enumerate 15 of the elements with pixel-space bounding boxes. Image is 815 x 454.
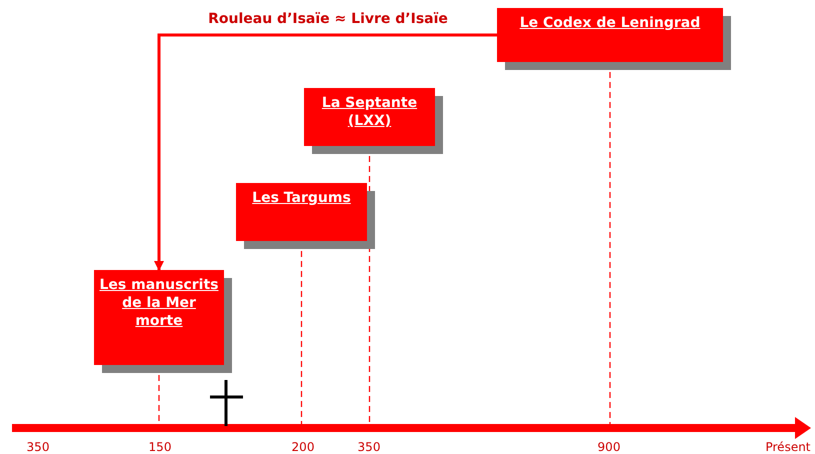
event-title: Les Targums <box>251 189 352 207</box>
event-box <box>236 183 367 241</box>
date-label: 350 <box>358 440 380 454</box>
event-title: Le Codex de Leningrad <box>518 14 702 32</box>
date-label: 900 <box>598 440 620 454</box>
event-box <box>497 8 723 62</box>
event-title: La Septante (LXX) <box>320 94 418 130</box>
date-label: Présent <box>765 440 811 454</box>
date-label: 200 <box>292 440 314 454</box>
event-box <box>94 270 224 365</box>
event-box <box>304 88 435 146</box>
event-title: Les manuscrits de la Mer morte <box>98 276 220 330</box>
arrow <box>154 34 497 271</box>
date-label: 150 <box>148 440 172 454</box>
date-label: 350 <box>26 440 50 454</box>
